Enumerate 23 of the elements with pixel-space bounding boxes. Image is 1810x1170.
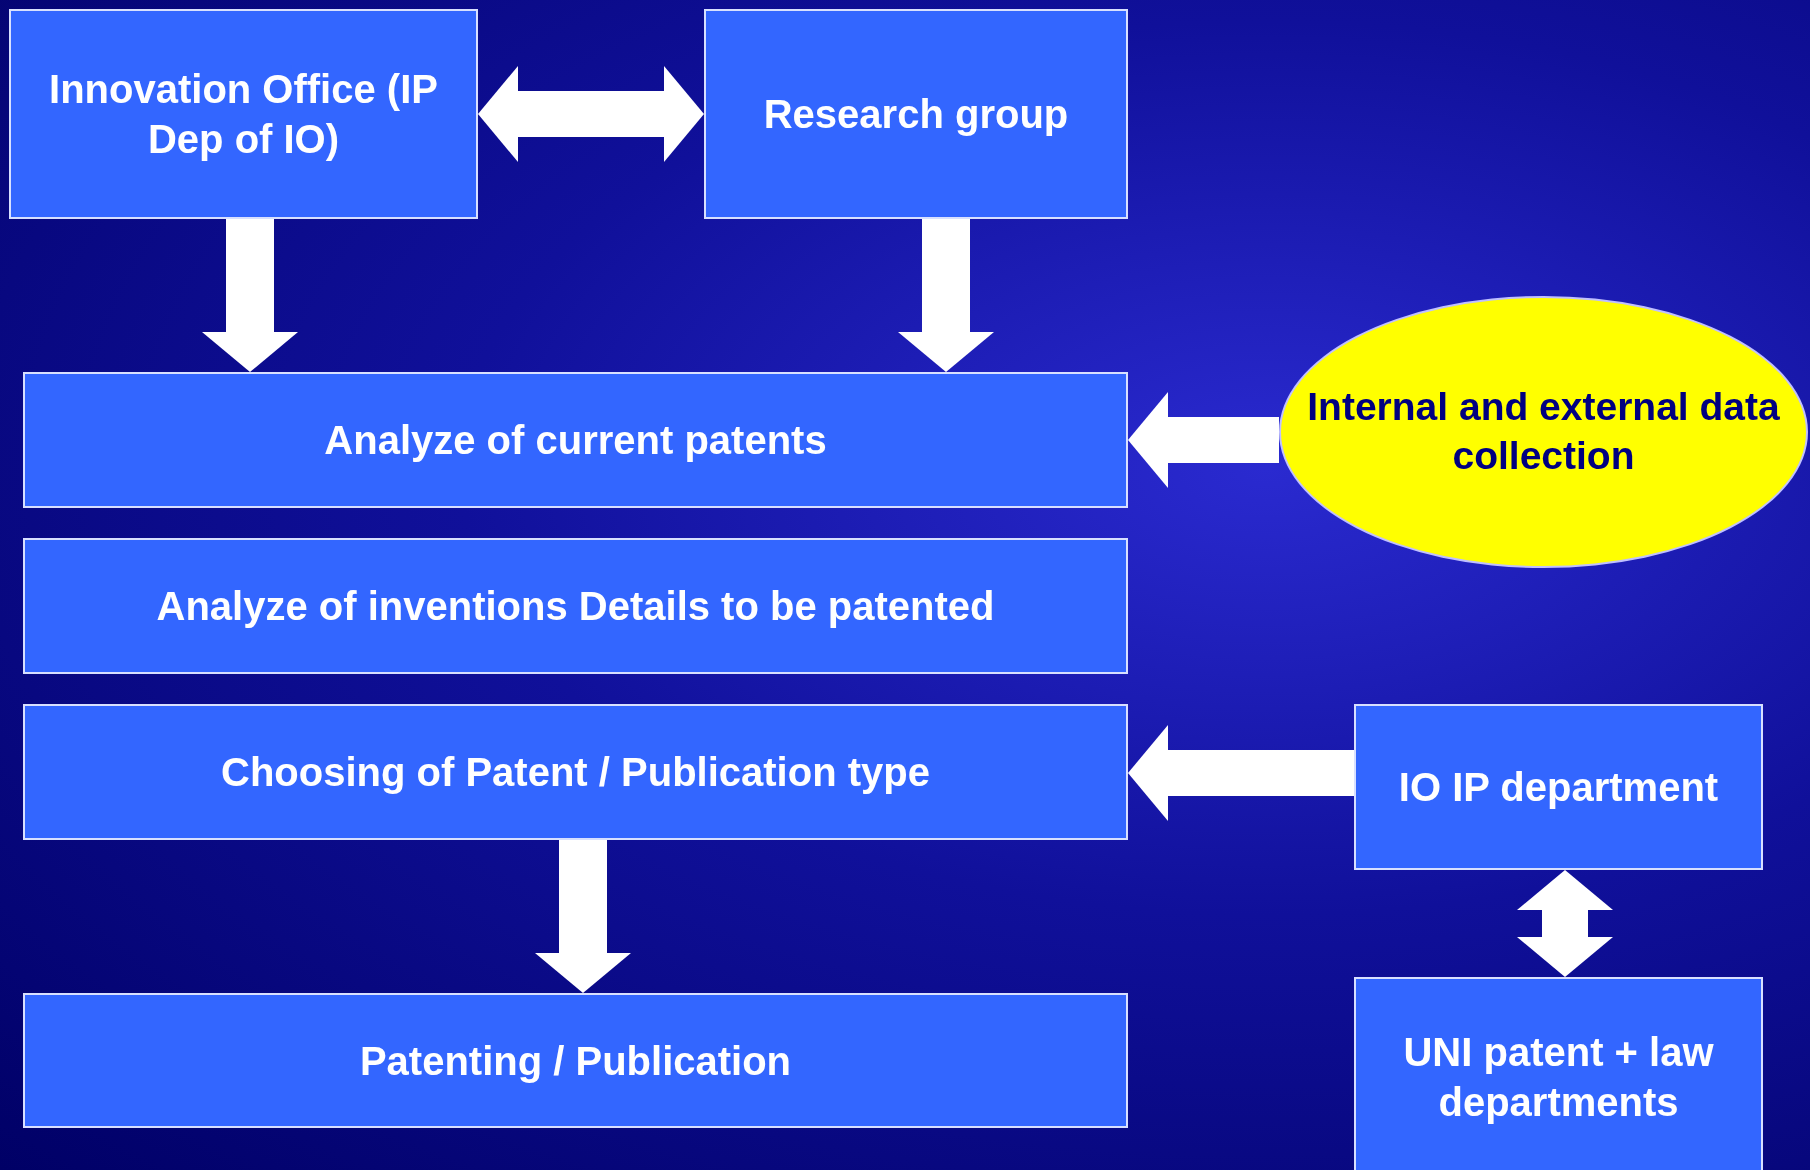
block-arrow [535,840,631,993]
node-label: Patenting / Publication [359,1037,792,1085]
node-label: Innovation Office (IP Dep of IO) [48,66,439,163]
node-label: Internal and external data collection [1306,384,1781,479]
process-box [1354,977,1763,1170]
process-box [704,9,1128,219]
process-box [1354,704,1763,870]
node-label: Choosing of Patent / Publication type [221,749,930,796]
process-box [23,538,1128,674]
block-arrow [1128,392,1279,488]
node-label: Research group [763,91,1069,138]
process-box [9,9,478,219]
node-label: UNI patent + law departments [1402,1029,1715,1126]
process-box [23,993,1128,1128]
block-arrow [478,66,704,162]
process-box [23,704,1128,840]
node-label: IO IP department [1398,764,1719,811]
block-arrow [1128,725,1354,821]
node-label: Analyze of inventions Details to be patented [156,583,995,630]
node-label: Analyze of current patents [324,417,827,464]
block-arrow [202,219,298,372]
process-box [23,372,1128,508]
block-arrow [898,219,994,372]
